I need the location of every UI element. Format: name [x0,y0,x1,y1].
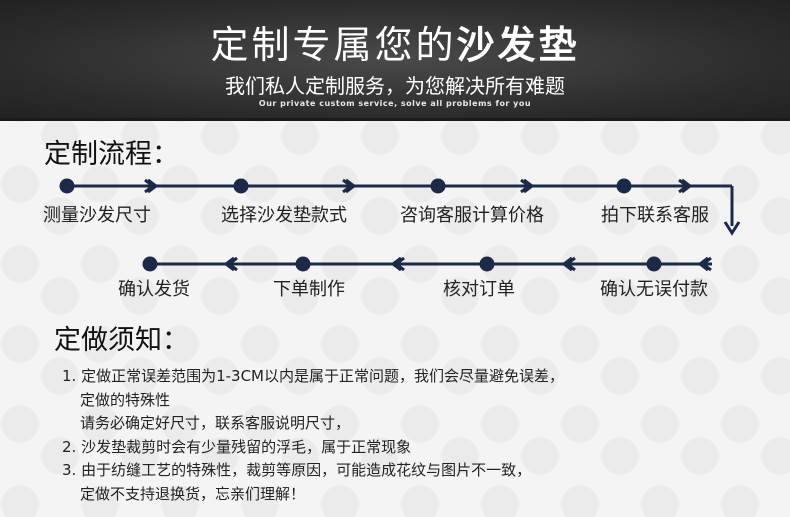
flow-dot [233,178,249,194]
banner-title-bold: 沙发垫 [456,23,580,67]
notice-title: 定做须知： [54,325,189,356]
flow-chevron-left [390,256,402,272]
flow-chevron-right [523,178,535,194]
flow-dot [59,178,75,194]
notice-line: 1. 定做正常误差范围为1-3CM以内是属于正常问题，我们会尽量避免误差， [62,367,564,385]
flow-chevron-right [144,178,156,194]
flow-dot [295,256,311,272]
flow-chevron-left [700,256,712,272]
flow-chevron-left [564,256,576,272]
flow-chevron-right [520,178,532,194]
flow-dot [616,178,632,194]
flow-chevron-left [697,256,709,272]
flow-dot [142,256,158,272]
step-label: 确认无误付款 [600,279,708,300]
flow-chevron-left [226,256,238,272]
flow-chevron-right [678,178,690,194]
step-label: 咨询客服计算价格 [400,205,544,226]
flow-dot [479,256,495,272]
flow-chevron-left [223,256,235,272]
banner-english-tagline: Our private custom service, solve all pr… [258,99,532,108]
flow-dot [430,178,446,194]
flow-chevron-right [345,178,357,194]
notice-line: 定做不支持退换货，忘亲们理解！ [80,484,306,503]
flow-chevron-right [681,178,693,194]
banner-title: 定制专属您的沙发垫 [0,14,790,69]
notice-line: 请务必确定好尺寸，联系客服说明尺寸， [80,414,351,432]
step-label: 选择沙发垫款式 [221,205,347,226]
process-title: 定制流程： [44,139,179,170]
notice-line: 3. 由于纺缝工艺的特殊性，裁剪等原因，可能造成花纹与图片不一致， [62,461,532,479]
flow-chevron-right [342,178,354,194]
notice-line: 2. 沙发垫裁剪时会有少量残留的浮毛，属于正常现象 [62,437,412,456]
step-label: 测量沙发尺寸 [43,205,151,226]
step-label: 确认发货 [118,279,190,300]
header-banner: 定制专属您的沙发垫 我们私人定制服务，为您解决所有难题 Our private … [0,0,790,121]
banner-title-light: 定制专属您的 [210,23,457,67]
notice-line: 定做的特殊性 [80,390,171,409]
flow-dot [646,256,662,272]
notice-list: 1. 定做正常误差范围为1-3CM以内是属于正常问题，我们会尽量避免误差， 定做… [62,365,564,506]
banner-subtitle: 我们私人定制服务，为您解决所有难题 [225,74,565,98]
step-label: 核对订单 [443,279,515,300]
flow-down-arrow [723,221,741,236]
flow-chevron-left [393,256,405,272]
step-label: 拍下联系客服 [601,205,709,226]
flow-chevron-left [561,256,573,272]
step-label: 下单制作 [273,279,345,300]
flow-chevron-right [147,178,159,194]
